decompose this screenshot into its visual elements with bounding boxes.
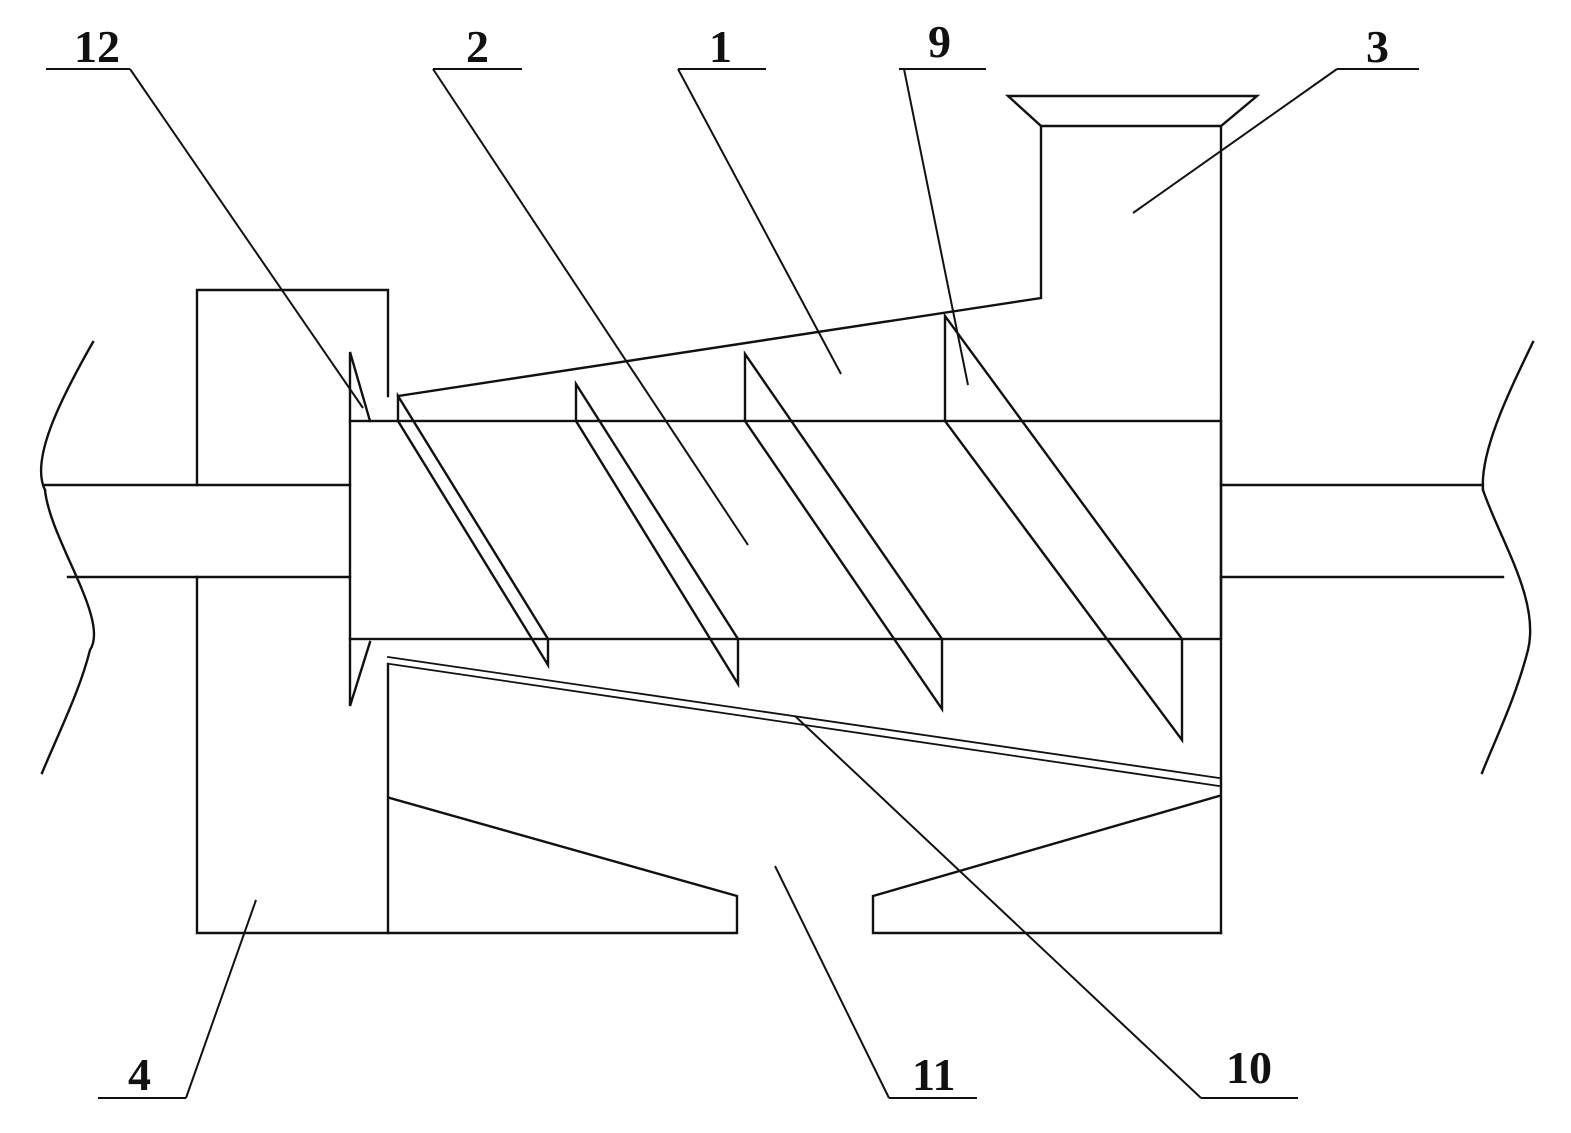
screw-flight-3 — [743, 350, 944, 713]
right-shaft-break-bottom — [1480, 488, 1532, 775]
trough-left-wall — [386, 796, 739, 935]
screen-mesh-upper — [386, 655, 1221, 780]
discharge-box-outline — [195, 288, 390, 487]
label-2: 2 — [466, 21, 489, 72]
label-1: 1 — [709, 21, 732, 72]
feed-hopper-funnel — [1004, 94, 1261, 128]
scraper-blade-bottom — [348, 637, 372, 707]
scraper-blade-top — [348, 351, 372, 423]
callout-3 — [1132, 68, 1419, 214]
discharge-box-lower — [195, 575, 390, 935]
label-9: 9 — [928, 16, 951, 67]
callout-9 — [899, 68, 986, 386]
label-10: 10 — [1226, 1042, 1272, 1093]
right-shaft-break-top — [1481, 340, 1535, 492]
label-3: 3 — [1366, 21, 1389, 72]
callout-10 — [794, 715, 1298, 1099]
trough-right-wall — [871, 794, 1223, 935]
screw-flight-2 — [574, 379, 740, 689]
callout-12 — [46, 68, 364, 409]
callout-11 — [774, 865, 977, 1099]
left-shaft-break-top — [39, 340, 95, 492]
label-11: 11 — [912, 1049, 955, 1100]
callout-4 — [98, 899, 257, 1099]
callout-1 — [677, 68, 842, 375]
left-shaft-break-bottom — [40, 488, 96, 775]
label-4: 4 — [128, 1049, 151, 1100]
upper-housing-slope — [396, 124, 1223, 935]
screw-flight-4 — [943, 312, 1184, 744]
screw-flight-1 — [396, 391, 550, 670]
label-12: 12 — [74, 21, 120, 72]
callout-2 — [432, 68, 749, 546]
